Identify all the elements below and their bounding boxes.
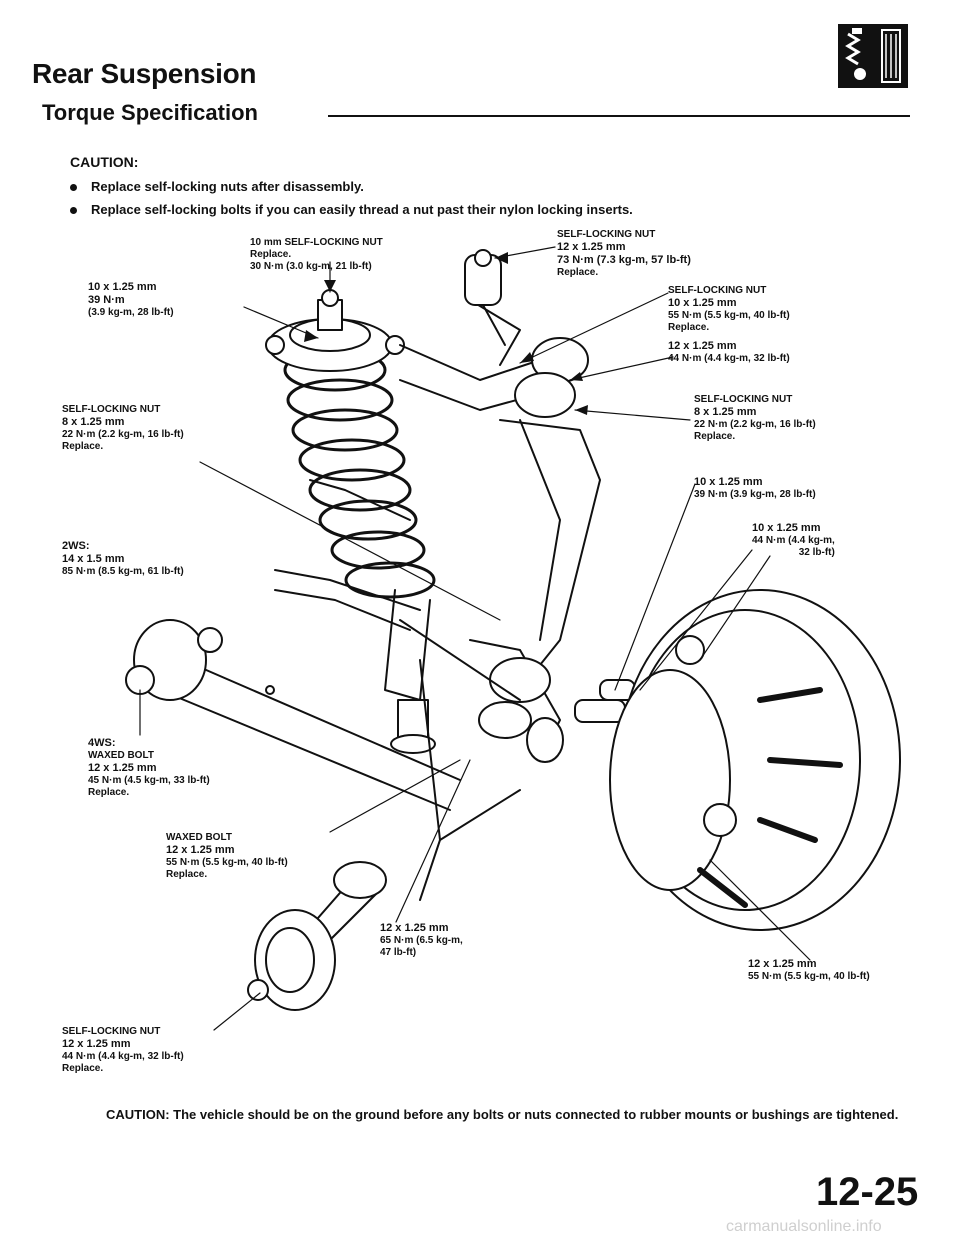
knuckle: [469, 419, 636, 763]
callout-size: 12 x 1.25 mm: [380, 922, 449, 934]
callout-waxed-bolt: WAXED BOLT 12 x 1.25 mm 55 N·m (5.5 kg-m…: [166, 832, 288, 881]
callout-size: 10 x 1.25 mm: [668, 297, 737, 309]
callout-note: Replace.: [166, 869, 208, 880]
callout-part: SELF-LOCKING NUT: [694, 394, 793, 405]
callout-upper-arm-bushing-nut: SELF-LOCKING NUT 10 x 1.25 mm 55 N·m (5.…: [668, 285, 790, 334]
callout-torque: 73 N·m (7.3 kg-m, 57 lb-ft): [557, 254, 691, 266]
suspension-shock-icon: [838, 24, 908, 88]
callout-stabilizer-nut: SELF-LOCKING NUT 8 x 1.25 mm 22 N·m (2.2…: [62, 404, 184, 453]
section-subtitle: Torque Specification: [42, 100, 258, 125]
callout-upper-arm-bolt: 12 x 1.25 mm 44 N·m (4.4 kg-m, 32 lb-ft): [668, 340, 790, 365]
callout-size: 10 x 1.25 mm: [88, 281, 157, 293]
callout-size: 12 x 1.25 mm: [668, 340, 737, 352]
callout-size: 12 x 1.25 mm: [748, 958, 817, 970]
callout-knuckle-bolt-65: 12 x 1.25 mm 65 N·m (6.5 kg-m, 47 lb-ft): [380, 922, 463, 959]
callout-part: 4WS:: [88, 737, 116, 749]
callout-note: Replace.: [694, 431, 736, 442]
callout-note: Replace.: [250, 249, 292, 260]
caution-bullet-1: Replace self-locking nuts after disassem…: [70, 179, 364, 194]
bullet-dot: [70, 184, 77, 192]
callout-part: WAXED BOLT: [166, 832, 232, 843]
callout-note: Replace.: [557, 267, 599, 278]
callout-part: SELF-LOCKING NUT: [62, 404, 161, 415]
callout-torque-cont: 47 lb-ft): [380, 947, 417, 958]
callout-2ws-bolt: 2WS: 14 x 1.5 mm 85 N·m (8.5 kg-m, 61 lb…: [62, 540, 184, 578]
callout-hub-bolt-55: 12 x 1.25 mm 55 N·m (5.5 kg-m, 40 lb-ft): [748, 958, 870, 983]
callout-size: 10 x 1.25 mm: [752, 522, 821, 534]
callout-upper-arm-nut: SELF-LOCKING NUT 12 x 1.25 mm 73 N·m (7.…: [557, 229, 691, 279]
callout-torque: 44 N·m (4.4 kg-m,: [752, 535, 835, 546]
callout-torque: 85 N·m (8.5 kg-m, 61 lb-ft): [62, 566, 184, 577]
callout-note: Replace.: [668, 322, 710, 333]
callout-size: 12 x 1.25 mm: [88, 762, 157, 774]
callout-torque: 45 N·m (4.5 kg-m, 33 lb-ft): [88, 775, 210, 786]
callout-part: 2WS:: [62, 540, 90, 552]
bottom-caution: CAUTION: The vehicle should be on the gr…: [106, 1107, 899, 1122]
callout-part: SELF-LOCKING NUT: [557, 229, 656, 240]
callout-part-name: WAXED BOLT: [88, 750, 154, 761]
callout-compensator-nut: SELF-LOCKING NUT 12 x 1.25 mm 44 N·m (4.…: [62, 1026, 184, 1075]
page-title: Rear Suspension: [32, 58, 257, 89]
callout-torque: 55 N·m (5.5 kg-m, 40 lb-ft): [668, 310, 790, 321]
page-number: 12-25: [816, 1170, 919, 1214]
shock-absorber: [384, 589, 436, 754]
caution-bullet-text: Replace self-locking nuts after disassem…: [91, 179, 364, 194]
callout-4ws-waxed-bolt: 4WS: WAXED BOLT 12 x 1.25 mm 45 N·m (4.5…: [88, 737, 210, 799]
callout-size: 10 x 1.25 mm: [694, 476, 763, 488]
callout-size: 12 x 1.25 mm: [557, 241, 626, 253]
callout-size: 12 x 1.25 mm: [62, 1038, 131, 1050]
callout-part: SELF-LOCKING NUT: [668, 285, 767, 296]
brake-drum-hub: [609, 589, 901, 931]
lower-arm: [125, 479, 521, 901]
caution-bullet-text: Replace self-locking bolts if you can ea…: [91, 202, 633, 217]
callout-torque: 39 N·m: [88, 294, 125, 306]
callout-size: 12 x 1.25 mm: [166, 844, 235, 856]
callout-torque-alt: (3.9 kg-m, 28 lb-ft): [88, 307, 174, 318]
callout-hub-bolt-39: 10 x 1.25 mm 39 N·m (3.9 kg-m, 28 lb-ft): [694, 476, 816, 501]
callout-size: 8 x 1.25 mm: [62, 416, 125, 428]
upper-mount: [265, 289, 405, 372]
callout-torque-cont: 32 lb-ft): [798, 547, 835, 558]
upper-arm: [399, 249, 589, 418]
callout-torque: 22 N·m (2.2 kg-m, 16 lb-ft): [694, 419, 816, 430]
callout-upper-mount-bolt: 10 x 1.25 mm 39 N·m (3.9 kg-m, 28 lb-ft): [88, 281, 174, 319]
callout-torque: 55 N·m (5.5 kg-m, 40 lb-ft): [166, 857, 288, 868]
caution-bullet-2: Replace self-locking bolts if you can ea…: [70, 202, 633, 217]
callout-part: SELF-LOCKING NUT: [62, 1026, 161, 1037]
bullet-dot: [70, 207, 77, 215]
callout-note: Replace.: [62, 1063, 104, 1074]
callout-torque: 22 N·m (2.2 kg-m, 16 lb-ft): [62, 429, 184, 440]
callout-link-nut: SELF-LOCKING NUT 8 x 1.25 mm 22 N·m (2.2…: [694, 394, 816, 443]
callout-10mm-self-locking-nut: 10 mm SELF-LOCKING NUT Replace. 30 N·m (…: [250, 237, 383, 273]
callout-note: Replace.: [88, 787, 130, 798]
callout-torque: 30 N·m (3.0 kg-m, 21 lb-ft): [250, 261, 372, 272]
callout-size: 14 x 1.5 mm: [62, 553, 125, 565]
callout-part: 10 mm SELF-LOCKING NUT: [250, 237, 383, 248]
callout-torque: 44 N·m (4.4 kg-m, 32 lb-ft): [62, 1051, 184, 1062]
coil-spring: [283, 348, 436, 599]
caution-title: CAUTION:: [70, 154, 139, 170]
callout-note: Replace.: [62, 441, 104, 452]
callout-torque: 55 N·m (5.5 kg-m, 40 lb-ft): [748, 971, 870, 982]
header-rule: [328, 115, 910, 117]
callout-torque: 39 N·m (3.9 kg-m, 28 lb-ft): [694, 489, 816, 500]
compensator-link: [247, 861, 387, 1011]
watermark: carmanualsonline.info: [726, 1218, 882, 1235]
callout-size: 8 x 1.25 mm: [694, 406, 757, 418]
callout-torque: 65 N·m (6.5 kg-m,: [380, 935, 463, 946]
callout-torque: 44 N·m (4.4 kg-m, 32 lb-ft): [668, 353, 790, 364]
callout-hub-bolt-44: 10 x 1.25 mm 44 N·m (4.4 kg-m, 32 lb-ft): [752, 522, 835, 559]
